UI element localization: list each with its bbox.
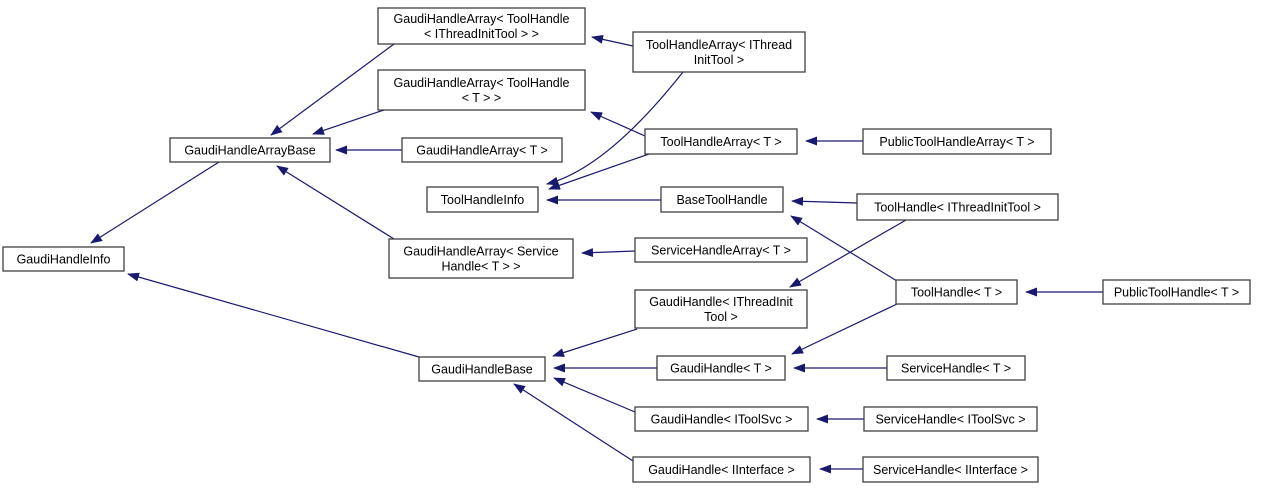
class-node-box[interactable]	[377, 7, 586, 45]
inheritance-edge-gaudihandle-ithreadinittool-to-gaudihandlebase	[552, 328, 638, 357]
class-node-gaudihandlearraybase[interactable]: GaudiHandleArrayBase	[169, 137, 331, 163]
class-node-label: GaudiHandleInfo	[17, 253, 111, 267]
class-node-servicehandle-itoolsvc[interactable]: ServiceHandle< IToolSvc >	[863, 406, 1038, 432]
class-node-gaudihandlearray-t[interactable]: GaudiHandleArray< T >	[401, 137, 563, 163]
class-node-publictoolhandlearray-t[interactable]: PublicToolHandleArray< T >	[862, 128, 1052, 155]
class-node-label: ServiceHandle< IToolSvc >	[875, 413, 1025, 427]
class-node-servicehandle-iinterface[interactable]: ServiceHandle< IInterface >	[862, 456, 1039, 483]
inheritance-edge-toolhandlearray-t-to-gaudihandlearray-toolhandle-t	[590, 111, 646, 137]
class-node-publictoolhandle-t[interactable]: PublicToolHandle< T >	[1102, 279, 1251, 305]
class-node-label: GaudiHandleArray< ToolHandle< IThreadIni…	[394, 12, 570, 41]
class-node-gaudihandlearray-toolhandle-t[interactable]: GaudiHandleArray< ToolHandle< T > >	[377, 69, 586, 111]
class-node-label: GaudiHandleBase	[431, 363, 533, 377]
class-node-box[interactable]	[169, 137, 331, 163]
class-node-box[interactable]	[634, 289, 808, 329]
inheritance-edge-toolhandlearray-t-to-toolhandleinfo	[548, 153, 650, 190]
class-node-gaudihandle-iinterface[interactable]: GaudiHandle< IInterface >	[632, 456, 811, 483]
class-node-label: ToolHandleArray< T >	[660, 135, 781, 149]
class-node-label: ToolHandleInfo	[441, 193, 524, 207]
class-node-box[interactable]	[656, 355, 786, 381]
class-node-gaudihandle-itoolsvc[interactable]: GaudiHandle< IToolSvc >	[634, 406, 809, 432]
class-node-box[interactable]	[886, 355, 1026, 381]
class-node-label: GaudiHandle< T >	[670, 362, 772, 376]
class-node-box[interactable]	[388, 238, 574, 279]
inheritance-edge-toolhandlearray-ithreadinittool-to-toolhandleinfo	[546, 71, 684, 186]
class-node-gaudihandlebase[interactable]: GaudiHandleBase	[418, 356, 546, 382]
class-node-gaudihandleinfo[interactable]: GaudiHandleInfo	[2, 246, 125, 272]
class-node-box[interactable]	[426, 186, 539, 213]
class-node-box[interactable]	[895, 279, 1018, 305]
class-node-label: ServiceHandle< IInterface >	[873, 463, 1028, 477]
inheritance-edge-gaudihandlebase-to-gaudihandleinfo	[127, 272, 420, 358]
class-node-box[interactable]	[632, 31, 806, 73]
inheritance-edge-gaudihandlearray-servicehandle-t-to-gaudihandlearraybase	[276, 165, 395, 240]
class-node-label: ServiceHandleArray< T >	[651, 244, 791, 258]
nodes-layer: GaudiHandleArray< ToolHandle< IThreadIni…	[2, 7, 1251, 483]
inheritance-edge-gaudihandle-iinterface-to-gaudihandlebase	[513, 383, 634, 462]
class-node-gaudihandle-t[interactable]: GaudiHandle< T >	[656, 355, 786, 381]
class-node-box[interactable]	[377, 69, 586, 111]
class-node-label: PublicToolHandleArray< T >	[879, 135, 1034, 149]
class-node-label: BaseToolHandle	[676, 193, 767, 207]
class-node-gaudihandlearray-toolhandle-ithreadinittool[interactable]: GaudiHandleArray< ToolHandle< IThreadIni…	[377, 7, 586, 45]
class-node-label: ToolHandle< T >	[911, 286, 1002, 300]
class-node-box[interactable]	[862, 128, 1052, 155]
class-node-toolhandle-ithreadinittool[interactable]: ToolHandle< IThreadInitTool >	[856, 193, 1059, 221]
class-node-box[interactable]	[660, 186, 784, 213]
class-node-servicehandlearray-t[interactable]: ServiceHandleArray< T >	[634, 237, 808, 263]
class-node-box[interactable]	[634, 237, 808, 263]
inheritance-edge-toolhandlearray-ithreadinittool-to-gaudihandlearray-toolhandle-ithreadinittool	[591, 34, 634, 47]
class-node-box[interactable]	[644, 128, 798, 155]
class-node-box[interactable]	[863, 406, 1038, 432]
inheritance-edge-gaudihandlearray-toolhandle-t-to-gaudihandlearraybase	[312, 109, 385, 135]
class-node-box[interactable]	[2, 246, 125, 272]
class-node-label: GaudiHandle< IToolSvc >	[651, 413, 793, 427]
class-node-label: GaudiHandleArray< ToolHandle< T > >	[394, 76, 570, 105]
class-node-label: GaudiHandleArrayBase	[184, 144, 315, 158]
class-node-label: ToolHandle< IThreadInitTool >	[874, 201, 1041, 215]
class-node-box[interactable]	[401, 137, 563, 163]
class-node-toolhandlearray-t[interactable]: ToolHandleArray< T >	[644, 128, 798, 155]
class-node-label: GaudiHandle< IInterface >	[648, 463, 795, 477]
class-node-basetoolhandle[interactable]: BaseToolHandle	[660, 186, 784, 213]
class-node-box[interactable]	[862, 456, 1039, 483]
class-node-toolhandle-t[interactable]: ToolHandle< T >	[895, 279, 1018, 305]
inheritance-edge-toolhandle-t-to-basetoolhandle	[790, 215, 898, 282]
inheritance-edge-servicehandlearray-t-to-gaudihandlearray-servicehandle-t	[581, 248, 636, 258]
class-node-box[interactable]	[856, 193, 1059, 221]
inheritance-edge-toolhandle-t-to-gaudihandle-t	[791, 303, 898, 355]
class-node-box[interactable]	[1102, 279, 1251, 305]
class-node-label: GaudiHandleArray< T >	[416, 144, 548, 158]
class-node-box[interactable]	[418, 356, 546, 382]
class-node-servicehandle-t[interactable]: ServiceHandle< T >	[886, 355, 1026, 381]
class-node-label: PublicToolHandle< T >	[1114, 286, 1239, 300]
inheritance-edge-toolhandle-ithreadinittool-to-basetoolhandle	[791, 196, 858, 206]
class-node-box[interactable]	[634, 406, 809, 432]
inheritance-edge-gaudihandle-itoolsvc-to-gaudihandlebase	[553, 377, 636, 413]
class-node-label: ServiceHandle< T >	[901, 362, 1011, 376]
inheritance-edge-gaudihandlearraybase-to-gaudihandleinfo	[90, 161, 220, 244]
inheritance-edge-gaudihandlearray-toolhandle-ithreadinittool-to-gaudihandlearraybase	[270, 43, 395, 136]
edges-layer	[90, 34, 1103, 474]
class-node-toolhandleinfo[interactable]: ToolHandleInfo	[426, 186, 539, 213]
inheritance-edge-toolhandle-ithreadinittool-to-gaudihandle-ithreadinittool	[789, 219, 907, 288]
class-node-box[interactable]	[632, 456, 811, 483]
